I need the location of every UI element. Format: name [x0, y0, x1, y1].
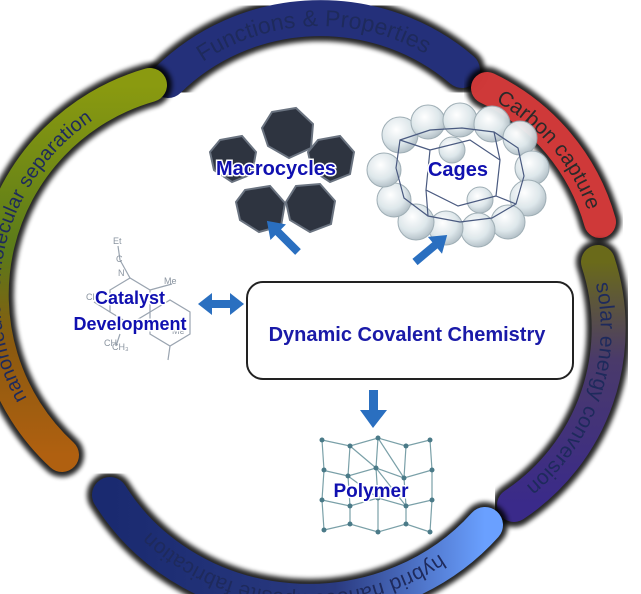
hexagon-3 [306, 134, 356, 184]
arrow-to-macrocycles [266, 220, 301, 255]
arrow-to-polymer [360, 390, 387, 428]
atom-label: N [118, 268, 125, 278]
ring-arc-left [0, 68, 167, 472]
catalyst-label-line2: Development [73, 314, 186, 334]
ring-arc-hybrid [92, 477, 503, 594]
center-box [246, 281, 574, 380]
hexagon-5 [284, 182, 337, 234]
catalyst-label-line1: Catalyst [95, 288, 165, 308]
macrocycles-label: Macrocycles [216, 158, 336, 180]
hexagon-2 [208, 134, 258, 184]
atom-label: CH₃ [112, 342, 129, 352]
ring-arc-functions [150, 0, 480, 98]
atom-label: CH [104, 338, 117, 348]
arrow-to-catalyst [198, 293, 244, 315]
catalyst-structure [93, 245, 191, 361]
cages-label: Cages [428, 159, 488, 181]
macrocycles-graphic [208, 106, 356, 234]
atom-label: Me [164, 276, 177, 286]
ring-arc-solar [497, 245, 626, 522]
ring-arc-carbon [471, 72, 616, 238]
atom-label: Cl [86, 292, 95, 302]
polymer-label: Polymer [334, 481, 410, 502]
polymer-graphic [319, 435, 435, 535]
atom-label: Et [113, 236, 122, 246]
arrows [198, 220, 448, 428]
arrow-to-cages [412, 235, 448, 266]
catalyst-atoms: Et C N Me Cl CH Me CH₃ [86, 236, 185, 352]
atom-label: Me [172, 326, 185, 336]
center-label: Dynamic Covalent Chemistry [269, 324, 547, 346]
hexagon-1 [260, 106, 315, 160]
atom-label: C [116, 254, 123, 264]
